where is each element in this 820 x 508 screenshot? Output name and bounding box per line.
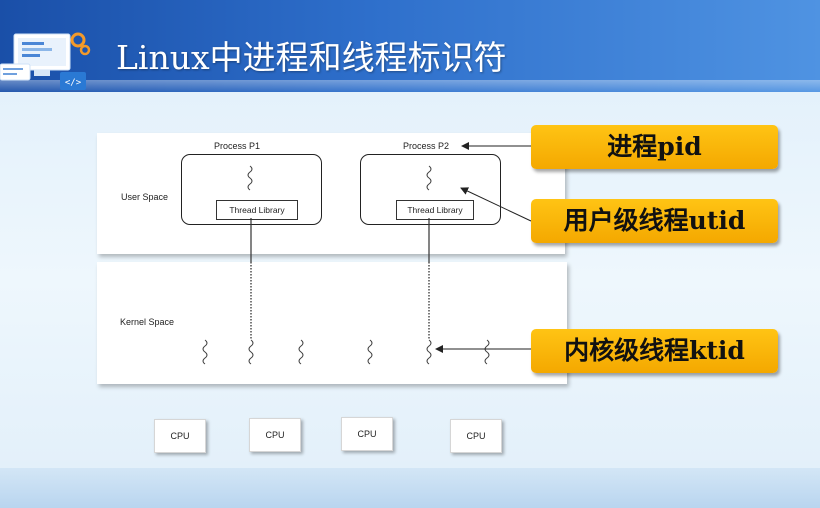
process-p2-label: Process P2: [403, 141, 450, 151]
thread-library-p1: Thread Library: [216, 200, 298, 220]
header-banner: [0, 0, 820, 94]
cpu-box-1: CPU: [154, 419, 206, 453]
callout-utid: 用户级线程utid: [531, 199, 778, 243]
thread-library-p2: Thread Library: [396, 200, 474, 220]
cpu-box-4: CPU: [450, 419, 502, 453]
user-space-label: User Space: [121, 192, 169, 202]
footer-band: [0, 468, 820, 508]
cpu-box-2: CPU: [249, 418, 301, 452]
kernel-space-label: Kernel Space: [120, 317, 175, 327]
cpu-box-3: CPU: [341, 417, 393, 451]
svg-text:</>: </>: [65, 78, 82, 88]
callout-ktid: 内核级线程ktid: [531, 329, 778, 373]
computer-logo-icon: </>: [0, 32, 91, 90]
page-title: Linux中进程和线程标识符: [116, 38, 507, 77]
callout-pid: 进程pid: [531, 125, 778, 169]
header-highlight-band: [0, 80, 820, 94]
process-p1-label: Process P1: [214, 141, 261, 151]
